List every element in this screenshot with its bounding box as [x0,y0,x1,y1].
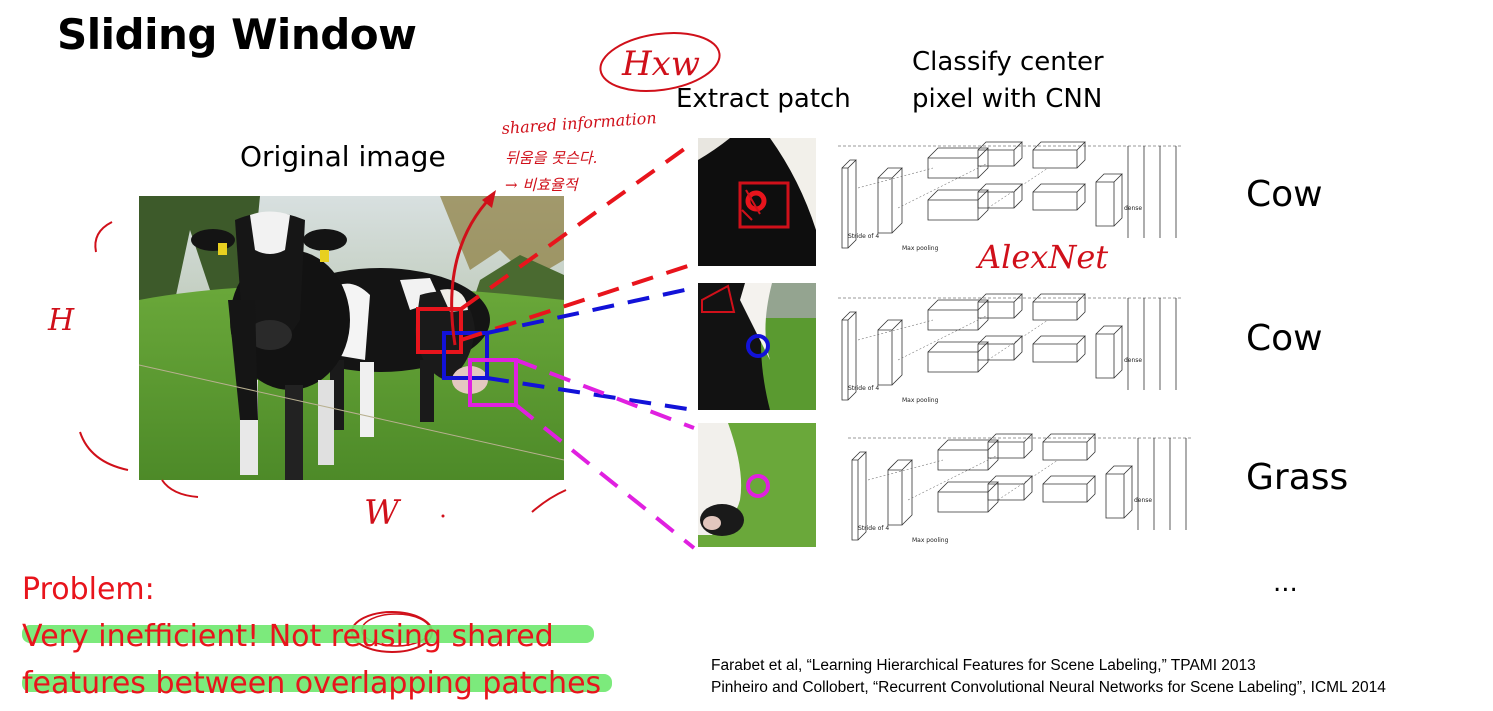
original-image [139,196,564,480]
class-label-1: Cow [1246,174,1323,215]
class-label-3: Grass [1246,457,1349,498]
cnn-maxpool-label: Max pooling [902,245,939,252]
curved-arrow [450,194,494,346]
references: Farabet et al, “Learning Hierarchical Fe… [711,655,1386,699]
w-annotation: W [364,493,402,533]
shared-info-annotation: shared information [501,108,657,138]
highlight-line-1 [22,625,594,643]
hxw-annotation: Hxw [621,44,700,84]
extract-patch-label: Extract patch [676,84,851,114]
alexnet-annotation: AlexNet [975,238,1108,276]
cnn-stride-label: Stride of 4 [848,233,879,240]
cnn-diagram-3: Max pooling Stride of 4 dense [848,433,1193,544]
projection-red-bottom [460,262,695,342]
reference-2: Pinheiro and Collobert, “Recurrent Convo… [711,679,1386,696]
classify-label-line2: pixel with CNN [912,84,1103,114]
window-magenta [468,358,518,407]
korean-annotation-2: → 비효율적 [505,176,580,194]
h-annotation: H [47,303,75,338]
original-image-label: Original image [240,140,446,173]
patch-3 [698,423,816,547]
slide-title: Sliding Window [57,10,417,59]
patch-1 [698,138,816,266]
cnn-dense-label: dense [1124,357,1142,364]
highlight-line-2 [22,674,612,692]
projection-red-top [459,140,696,311]
ellipsis: ... [1273,568,1298,598]
patch-2 [698,283,816,410]
problem-heading: Problem: [22,572,155,607]
cnn-stride-label: Stride of 4 [858,525,889,532]
window-blue [442,331,489,380]
cnn-maxpool-label: Max pooling [902,397,939,404]
hxw-circle [599,32,721,92]
cnn-diagram-2: Max pooling Stride of 4 dense [838,293,1183,404]
cnn-dense-label: dense [1124,205,1142,212]
window-red [416,307,463,354]
cnn-maxpool-label: Max pooling [912,537,949,544]
problem-line-2: features between overlapping patches [22,666,602,701]
classify-label-line1: Classify center [912,47,1104,77]
projection-magenta-top [515,358,695,430]
projection-magenta-bottom [514,403,696,550]
cnn-diagram-1: Max pooling Stride of 4 dense [838,141,1183,252]
problem-line-1: Very inefficient! Not reusing shared [22,619,554,654]
problem-block: Problem: Very inefficient! Not reusing s… [22,566,601,707]
class-label-2: Cow [1246,318,1323,359]
korean-annotation-1: 뒤움을 못슨다. [505,149,597,167]
reference-1: Farabet et al, “Learning Hierarchical Fe… [711,657,1256,674]
cnn-stride-label: Stride of 4 [848,385,879,392]
cnn-dense-label: dense [1134,497,1152,504]
